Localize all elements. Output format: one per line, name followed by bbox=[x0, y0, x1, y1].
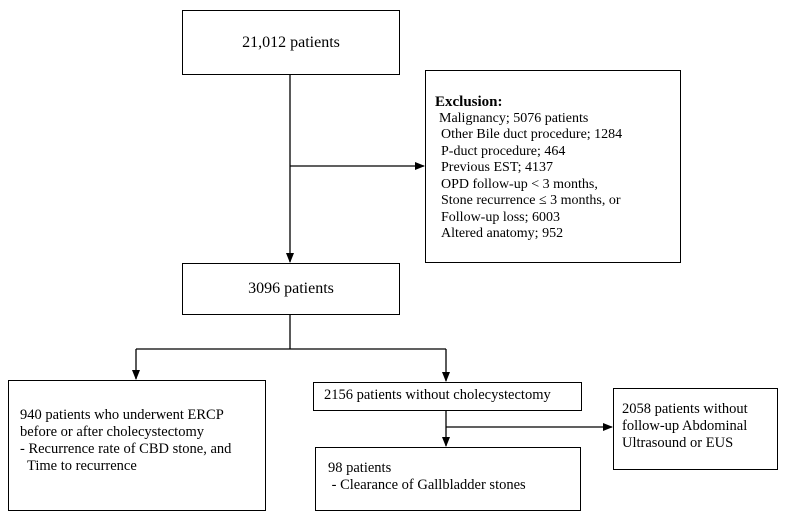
box-included: 3096 patients bbox=[182, 263, 400, 315]
box-included-label: 3096 patients bbox=[248, 280, 334, 297]
ercp-line: before or after cholecystectomy bbox=[20, 424, 204, 440]
exclusion-item: Stone recurrence ≤ 3 months, or bbox=[441, 193, 621, 208]
exclusion-item: Other Bile duct procedure; 1284 bbox=[441, 127, 623, 142]
clearance-line: - Clearance of Gallbladder stones bbox=[328, 477, 526, 493]
no-followup-line: Ultrasound or EUS bbox=[622, 435, 734, 451]
exclusion-item: Malignancy; 5076 patients bbox=[439, 110, 589, 126]
ercp-line: - Recurrence rate of CBD stone, and bbox=[20, 441, 232, 457]
box-total: 21,012 patients bbox=[182, 10, 400, 75]
clearance-line: 98 patients bbox=[328, 460, 392, 476]
box-ercp: 940 patients who underwent ERCP before o… bbox=[8, 380, 266, 511]
box-no-cholecystectomy: 2156 patients without cholecystectomy bbox=[313, 382, 582, 411]
no-followup-line: follow-up Abdominal bbox=[622, 418, 748, 434]
box-no-followup: 2058 patients without follow-up Abdomina… bbox=[613, 388, 778, 470]
exclusion-item: Follow-up loss; 6003 bbox=[441, 209, 561, 225]
exclusion-item: Altered anatomy; 952 bbox=[441, 226, 564, 241]
ercp-line: Time to recurrence bbox=[27, 458, 137, 474]
exclusion-title: Exclusion: bbox=[435, 94, 503, 110]
box-exclusion: Exclusion: Malignancy; 5076 patients Oth… bbox=[425, 70, 681, 263]
exclusion-item: OPD follow-up < 3 months, bbox=[441, 176, 598, 192]
no-followup-line: 2058 patients without bbox=[622, 401, 748, 417]
no-chole-label: 2156 patients without cholecystectomy bbox=[324, 387, 551, 403]
ercp-line: 940 patients who underwent ERCP bbox=[20, 407, 224, 423]
box-clearance: 98 patients - Clearance of Gallbladder s… bbox=[315, 447, 581, 511]
box-total-label: 21,012 patients bbox=[242, 33, 340, 51]
exclusion-item: P-duct procedure; 464 bbox=[441, 143, 566, 159]
exclusion-item: Previous EST; 4137 bbox=[441, 160, 554, 175]
